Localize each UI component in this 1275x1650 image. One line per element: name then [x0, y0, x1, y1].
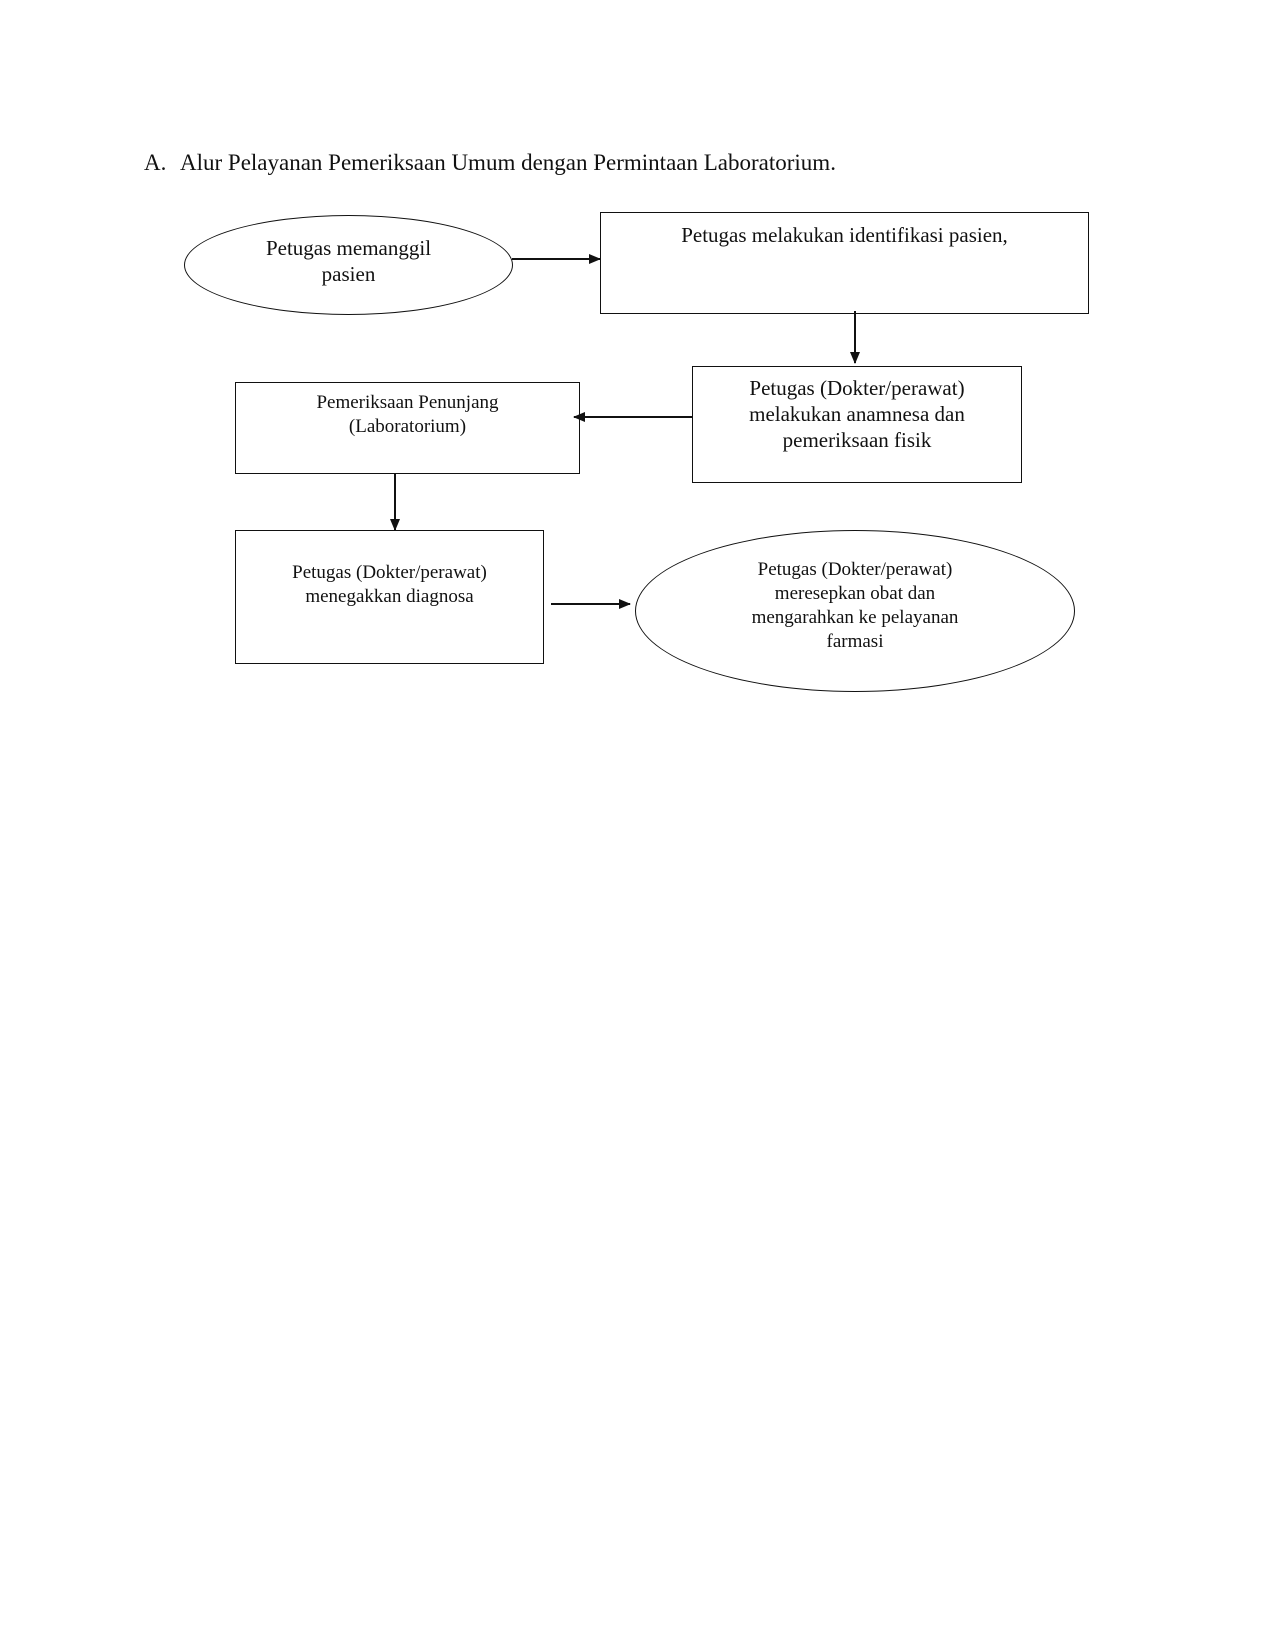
- node-lab-exam: Pemeriksaan Penunjang (Laboratorium): [235, 382, 580, 474]
- node-line: farmasi: [826, 631, 884, 652]
- node-prescribe: Petugas (Dokter/perawat) meresepkan obat…: [635, 530, 1075, 692]
- node-call-patient: Petugas memanggil pasien: [184, 215, 513, 315]
- page-heading: A. Alur Pelayanan Pemeriksaan Umum dengan…: [144, 148, 836, 178]
- node-line: Petugas (Dokter/perawat): [292, 562, 487, 583]
- node-line: Petugas (Dokter/perawat): [749, 376, 965, 400]
- node-line: pemeriksaan fisik: [782, 428, 932, 452]
- node-anamnesis: Petugas (Dokter/perawat) melakukan anamn…: [692, 366, 1022, 483]
- node-diagnosis: Petugas (Dokter/perawat) menegakkan diag…: [235, 530, 544, 664]
- node-line: Petugas melakukan identifikasi pasien,: [681, 223, 1008, 247]
- heading-marker: A.: [144, 150, 167, 175]
- node-identify-patient: Petugas melakukan identifikasi pasien,: [600, 212, 1089, 314]
- node-line: Petugas memanggil: [265, 236, 432, 260]
- node-line: melakukan anamnesa dan: [749, 402, 965, 426]
- node-line: pasien: [321, 262, 376, 286]
- heading-text: Alur Pelayanan Pemeriksaan Umum dengan P…: [180, 150, 836, 175]
- node-line: menegakkan diagnosa: [305, 586, 474, 607]
- node-line: meresepkan obat dan: [774, 583, 936, 604]
- node-line: (Laboratorium): [348, 416, 467, 437]
- node-line: mengarahkan ke pelayanan: [751, 607, 959, 628]
- node-line: Petugas (Dokter/perawat): [757, 559, 953, 580]
- node-line: Pemeriksaan Penunjang: [316, 392, 499, 413]
